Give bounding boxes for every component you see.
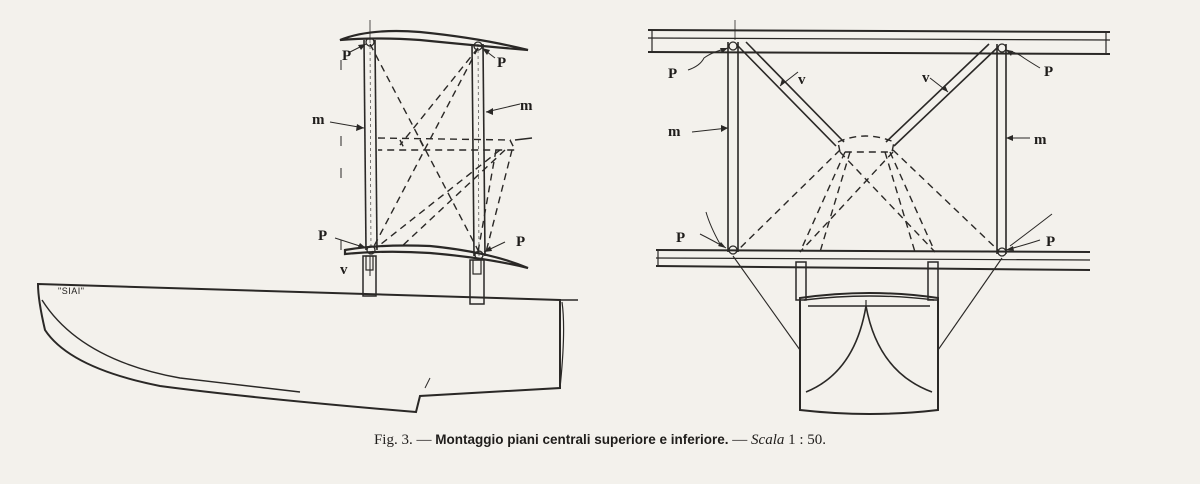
lower-wing-beam: [655, 249, 1091, 271]
label-m-right: m: [520, 98, 533, 114]
front-label-p-bottom-left: P: [676, 230, 685, 246]
lower-wing-profile: [343, 244, 529, 270]
upper-wing-beam: [647, 29, 1111, 55]
front-label-v-right: v: [922, 70, 930, 86]
front-view: P P v v m m P P: [647, 20, 1111, 415]
front-label-v-left: v: [798, 72, 806, 88]
label-m-left: m: [312, 112, 325, 128]
front-left-strut: [727, 42, 739, 252]
caption-dash: —: [416, 432, 432, 448]
front-label-p-top-left: P: [668, 66, 677, 82]
hull-marking: "SIAI": [58, 286, 84, 296]
front-label-m-left: m: [668, 124, 681, 140]
label-p-bottom-left: P: [318, 228, 327, 244]
front-right-strut: [996, 44, 1007, 254]
caption-title: Montaggio piani centrali superiore e inf…: [435, 432, 729, 447]
side-view: "SIAI" P P m m P P v: [36, 20, 578, 414]
label-p-bottom-right: P: [516, 234, 525, 250]
upper-wing-profile: [339, 29, 529, 52]
left-interplane-strut: [363, 39, 378, 251]
label-p-top-left: P: [342, 48, 351, 64]
front-label-m-right: m: [1034, 132, 1047, 148]
caption-scale-word: Scala: [751, 432, 785, 448]
hull-cross-section: [799, 292, 939, 415]
caption-fig-number: Fig. 3.: [373, 432, 413, 448]
label-v-bottom: v: [340, 262, 348, 278]
caption-scale-value: 1 : 50.: [788, 432, 827, 448]
figure-caption: Fig. 3. — Montaggio piani centrali super…: [0, 432, 1200, 449]
label-p-top-right: P: [497, 55, 506, 71]
caption-dash-2: —: [732, 432, 748, 448]
front-label-p-bottom-right: P: [1046, 234, 1055, 250]
hull-outline: [36, 282, 561, 414]
center-v-struts: [737, 41, 998, 147]
front-label-p-top-right: P: [1044, 64, 1053, 80]
